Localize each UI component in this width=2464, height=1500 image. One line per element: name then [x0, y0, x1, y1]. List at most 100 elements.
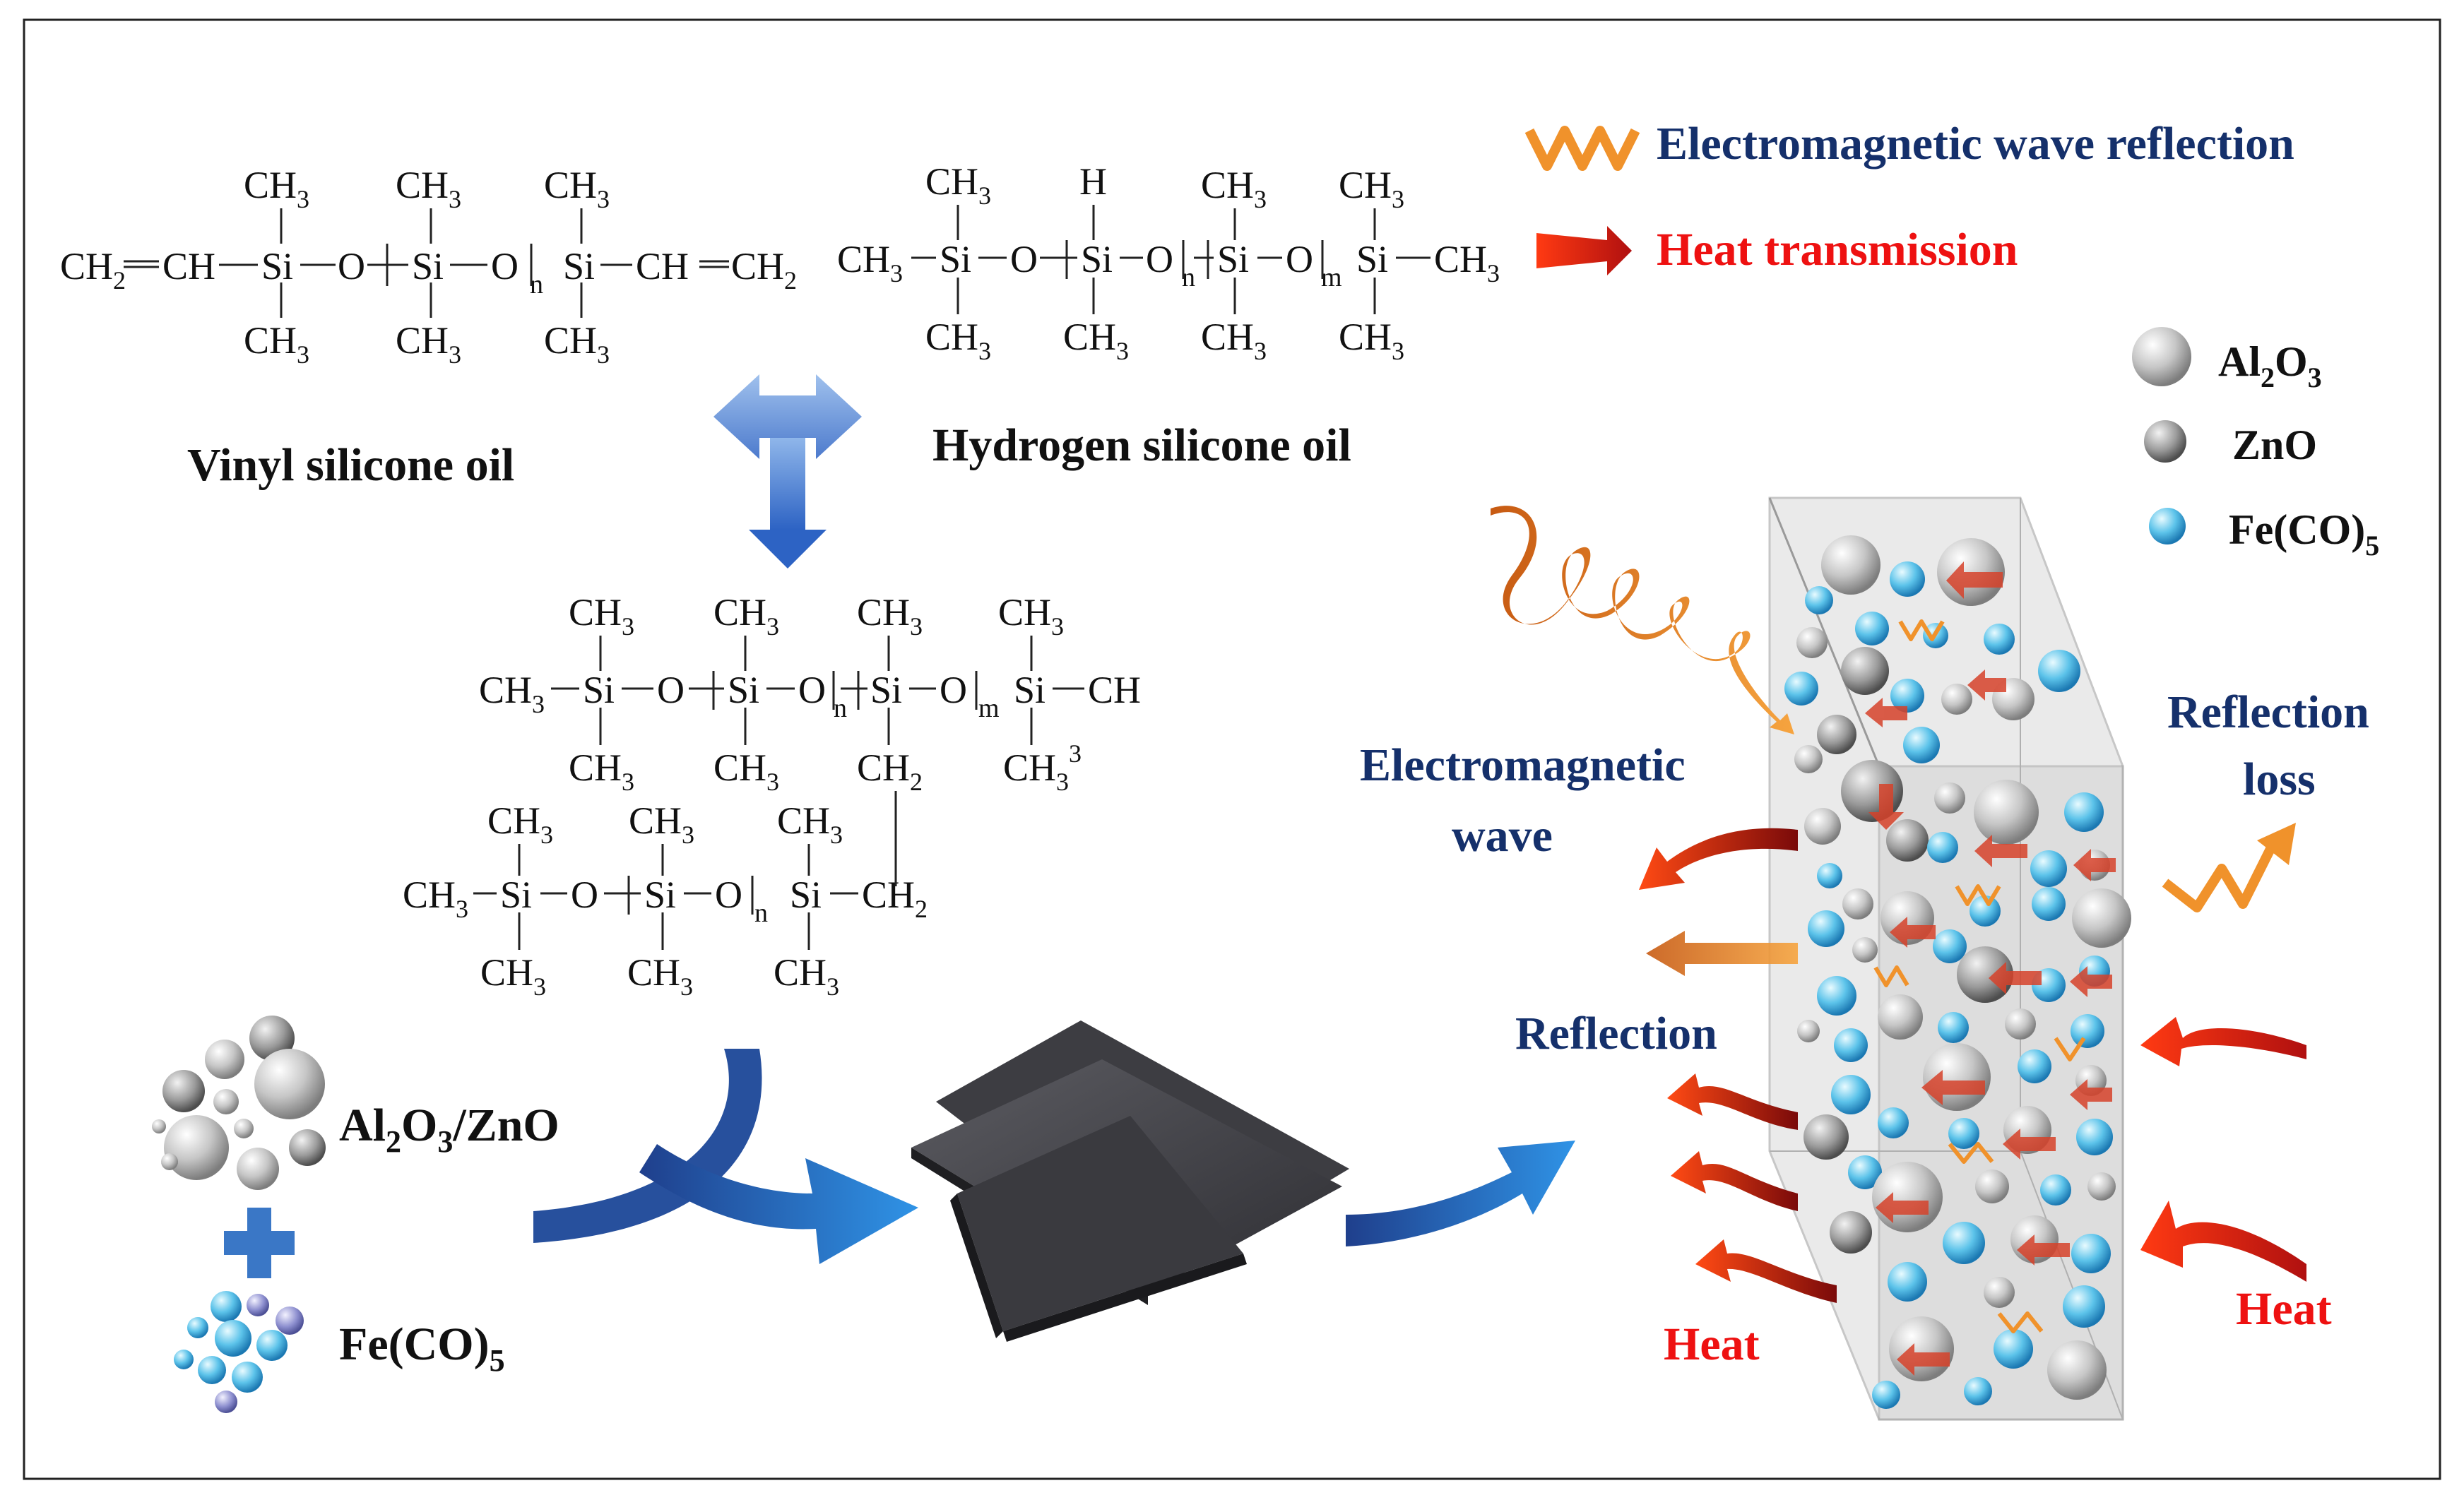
crosslinked-structure: CH3 CH3 CH3 CH3 CH3 Si O Si O n Si O m S… [403, 591, 1141, 1001]
ch3-label: CH3 [403, 874, 468, 923]
ch2-label: CH2 [60, 245, 126, 294]
al2o3-zno-label: Al2O3/ZnO [339, 1100, 559, 1159]
composite-sheets-image [911, 1020, 1349, 1342]
o-label: O [1286, 238, 1313, 280]
ch3-label: CH3 [925, 160, 991, 210]
m-subscript: m [1321, 263, 1342, 292]
h-label: H [1079, 160, 1107, 203]
si-label: Si [583, 669, 615, 711]
vinyl-silicone-label: Vinyl silicone oil [187, 439, 514, 491]
m-subscript: m [978, 694, 1000, 723]
internal-heat-arrows [1865, 561, 2116, 1376]
hydrogen-silicone-structure: CH3 H CH3 CH3 CH3 Si O Si O n Si O m Si … [837, 160, 1500, 365]
legend-al2o3: Al2O3 [2218, 338, 2322, 393]
feco5-label: Fe(CO)5 [339, 1319, 505, 1378]
si-label: Si [1217, 238, 1249, 280]
reflection-loss-label: Reflection [2167, 686, 2369, 738]
ch3-label: CH3 [627, 951, 693, 1001]
ch3-label: CH3 [479, 669, 545, 718]
ch3-label: CH3 [1434, 238, 1500, 287]
o-label: O [715, 874, 742, 916]
o-label: O [1146, 238, 1173, 280]
si-label: Si [644, 874, 676, 916]
heat-in-arrows [2140, 1017, 2306, 1282]
legend-zno: ZnO [2232, 422, 2317, 468]
ch3-label: CH3 [480, 951, 546, 1001]
al2o3-zno-particles [152, 1016, 326, 1190]
heat-out-arrows [1667, 1073, 1837, 1303]
ch3-label: CH3 [244, 164, 309, 213]
ch3-label: CH3 [569, 591, 634, 641]
reflection-loss-label-2: loss [2243, 754, 2316, 805]
ch3-label: CH33 [1003, 739, 1082, 796]
ch3-label: CH3 [925, 316, 991, 365]
ch-label: CH [162, 245, 215, 287]
si-label: Si [563, 245, 595, 287]
plus-icon [224, 1208, 295, 1278]
heat-label-left: Heat [1664, 1319, 1760, 1370]
wave-icon [1524, 126, 1640, 171]
legend-em-reflection: Electromagnetic wave reflection [1657, 118, 2294, 169]
si-label: Si [790, 874, 822, 916]
ch3-label: CH3 [1201, 164, 1267, 213]
si-label: Si [261, 245, 293, 287]
ch3-label: CH3 [1339, 164, 1404, 213]
n-subscript: n [530, 270, 543, 299]
o-label: O [1010, 238, 1038, 280]
incoming-em-wave [1491, 506, 1794, 734]
ch3-label: CH3 [837, 238, 903, 287]
ch2-label: CH2 [862, 874, 928, 923]
ch3-label: CH3 [396, 319, 461, 369]
ch3-label: CH3 [544, 319, 610, 369]
si-label: Si [940, 238, 971, 280]
composite-block-model [1768, 496, 2131, 1421]
ch3-label: CH3 [487, 799, 553, 849]
al2o3-legend-icon [2132, 327, 2191, 386]
mixing-arrow [533, 1049, 918, 1264]
reflection-label: Reflection [1515, 1008, 1717, 1059]
n-subscript: n [754, 898, 768, 928]
to-model-arrow [1346, 1141, 1575, 1246]
ch-label: CH [636, 245, 689, 287]
si-label: Si [1081, 238, 1113, 280]
ch3-label: CH3 [1201, 316, 1267, 365]
ch3-label: CH3 [544, 164, 610, 213]
ch2-label: CH2 [857, 746, 923, 796]
heat-label-right: Heat [2236, 1283, 2332, 1335]
o-label: O [491, 245, 519, 287]
si-label: Si [412, 245, 444, 287]
si-label: Si [1356, 238, 1388, 280]
ch3-label: CH3 [774, 951, 839, 1001]
n-subscript: n [834, 694, 847, 723]
legend: Electromagnetic wave reflection Heat tra… [1524, 118, 2379, 561]
ch3-label: CH3 [244, 319, 309, 369]
legend-feco5: Fe(CO)5 [2229, 506, 2379, 561]
o-label: O [940, 669, 967, 711]
em-wave-label-2: wave [1452, 810, 1553, 862]
heat-arrow-icon [1536, 226, 1632, 275]
o-label: O [338, 245, 365, 287]
ch3-label: CH3 [1339, 316, 1404, 365]
ch3-label: CH3 [396, 164, 461, 213]
vinyl-silicone-structure: CH3 CH3 CH3 CH2 CH Si O Si O n Si CH CH2… [60, 164, 797, 369]
zno-legend-icon [2144, 420, 2186, 463]
ch3-label: CH3 [569, 746, 634, 796]
ch3-label: CH3 [777, 799, 843, 849]
ch2-label: CH2 [731, 245, 797, 294]
ch3-label: CH3 [1063, 316, 1129, 365]
ch-label: CH [1088, 669, 1141, 711]
legend-heat-transmission: Heat transmission [1657, 224, 2018, 275]
combine-arrow [713, 374, 862, 569]
si-label: Si [500, 874, 532, 916]
o-label: O [798, 669, 826, 711]
ch3-label: CH3 [629, 799, 694, 849]
ch3-label: CH3 [713, 591, 779, 641]
si-label: Si [1014, 669, 1046, 711]
ch3-label: CH3 [713, 746, 779, 796]
n-subscript: n [1182, 263, 1195, 292]
reflection-loss-wave [2162, 823, 2296, 912]
si-label: Si [728, 669, 759, 711]
feco5-particles [174, 1291, 304, 1413]
hydrogen-silicone-label: Hydrogen silicone oil [932, 419, 1351, 471]
internal-em-waves [1873, 619, 2086, 1333]
